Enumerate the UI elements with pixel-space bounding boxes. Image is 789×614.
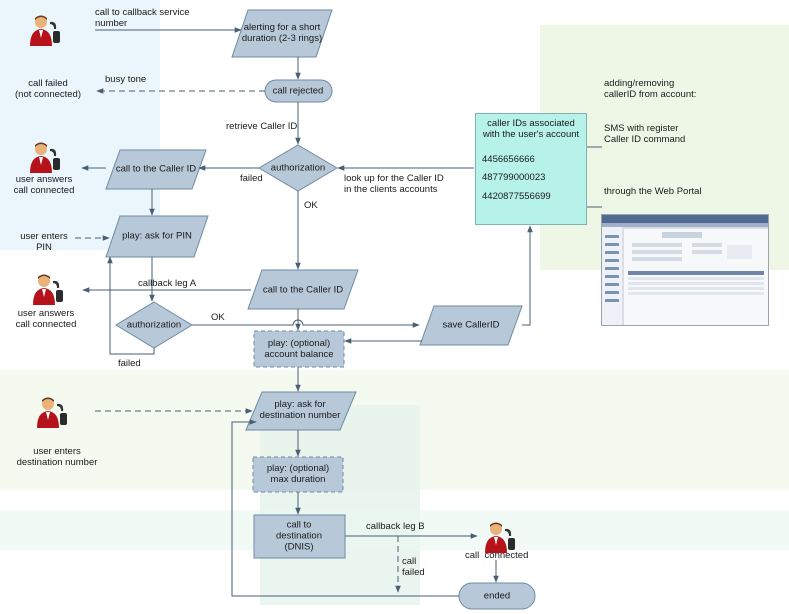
- max-duration-node: [252, 456, 344, 493]
- arrow-ended-loop: [231, 419, 459, 597]
- callerid-item: 487799000023: [482, 172, 546, 183]
- call-rejected-text: call rejected: [272, 85, 324, 97]
- ask-destination-node: [245, 391, 357, 431]
- label-lookup: look up for the Caller ID in the clients…: [344, 173, 444, 195]
- background-band: [0, 510, 789, 550]
- ended-text: ended: [483, 590, 511, 602]
- authorization-text-2: authorization: [126, 319, 182, 331]
- label-callback-leg-b: callback leg B: [366, 521, 425, 532]
- authorization-text-1: authorization: [270, 162, 326, 174]
- callerid-list-box: caller IDs associated with the user's ac…: [475, 113, 587, 225]
- call-to-caller-id-node-2: [247, 269, 359, 310]
- call-destination-text: call to destination (DNIS): [276, 519, 322, 553]
- label-user-enters-dest: user enters destination number: [16, 446, 98, 468]
- label-retrieve-caller-id: retrieve Caller ID: [226, 121, 298, 132]
- max-duration-text: play: (optional) max duration: [266, 463, 330, 485]
- label-web-portal: through the Web Portal: [604, 186, 702, 197]
- web-portal-screenshot-icon: [601, 214, 769, 326]
- alerting-text: alerting for a short duration (2-3 rings…: [241, 22, 323, 44]
- call-to-caller-id-node-1: [105, 149, 207, 190]
- callerid-item: 4420877556699: [482, 191, 551, 202]
- label-sms: SMS with register Caller ID command: [604, 123, 686, 145]
- call-destination-node: [253, 514, 346, 559]
- label-call-failed-nc: call failed (not connected): [14, 78, 82, 100]
- callerid-item: 4456656666: [482, 154, 535, 165]
- call-to-caller-id-text-2: call to the Caller ID: [262, 284, 344, 296]
- label-ok-2: OK: [211, 312, 225, 323]
- label-adding-removing: adding/removing callerID from account:: [604, 78, 697, 100]
- person-with-phone-icon: [37, 397, 67, 428]
- label-user-answers-1: user answers call connected: [13, 174, 75, 196]
- play-ask-pin-text: play: ask for PIN: [122, 230, 192, 242]
- call-to-caller-id-text-1: call to the Caller ID: [115, 163, 197, 175]
- arrow-save-to-callerid-box: [522, 225, 533, 326]
- person-with-phone-icon: [33, 274, 63, 305]
- save-callerid-node: [419, 305, 523, 346]
- web-portal-thumbnail: [602, 215, 768, 325]
- label-busy-tone: busy tone: [105, 74, 147, 85]
- background-band: [260, 405, 420, 605]
- ask-destination-text: play: ask for destination number: [259, 399, 341, 421]
- account-balance-text: play: (optional) account balance: [264, 338, 334, 360]
- label-failed-1: failed: [240, 173, 263, 184]
- label-call-to-service: call to callback service number: [95, 7, 190, 29]
- callerid-box-title: caller IDs associated with the user's ac…: [482, 118, 580, 140]
- label-call-failed-2: call failed: [402, 556, 425, 578]
- arrow-auth2-ok: [192, 319, 420, 328]
- alerting-node: [231, 9, 333, 58]
- label-user-answers-2: user answers call connected: [15, 308, 77, 330]
- account-balance-node: [253, 330, 345, 368]
- person-with-phone-icon: [30, 15, 60, 46]
- play-ask-pin-node: [105, 215, 209, 258]
- person-with-phone-icon: [30, 142, 60, 173]
- label-call-connected: call connected: [465, 550, 529, 561]
- label-user-enters-pin: user enters PIN: [20, 231, 68, 253]
- save-callerid-text: save CallerID: [442, 319, 500, 331]
- background-band: [0, 0, 160, 250]
- label-callback-leg-a: callback leg A: [138, 278, 197, 289]
- person-with-phone-icon: [485, 522, 515, 553]
- arrow-auth2-failed-loop: [107, 256, 155, 355]
- label-ok-1: OK: [304, 200, 318, 211]
- label-failed-2: failed: [118, 358, 141, 369]
